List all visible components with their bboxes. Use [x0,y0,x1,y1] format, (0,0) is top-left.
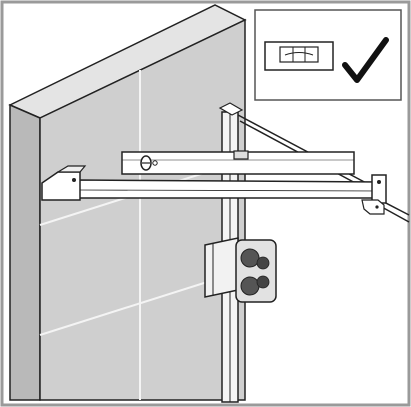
check-mark-icon [342,37,389,83]
stabiliser-bar [41,165,387,215]
hinge-clamp [204,237,277,303]
hinge-screw-top [240,248,260,268]
spirit-level [121,150,355,175]
hinge-screw-bottom [240,276,260,296]
right-end-clamp [361,174,387,215]
spirit-level-bubble-icon [264,41,334,71]
tiled-wall [8,4,247,401]
level-ok-inset [254,9,402,101]
level-horizontal-vial [233,150,249,160]
left-wall-bracket [41,165,87,201]
